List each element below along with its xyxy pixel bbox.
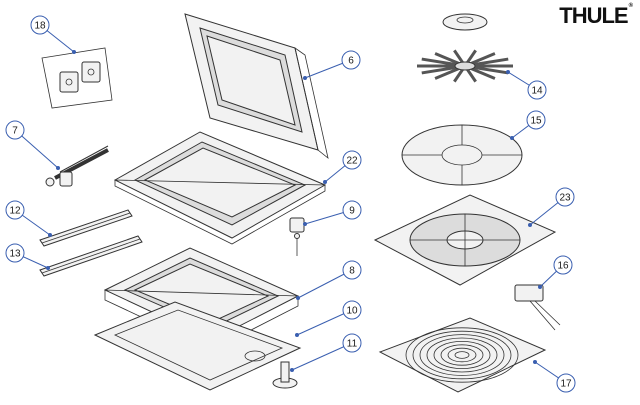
leader-line [291, 342, 353, 371]
callout-label: 17 [560, 379, 572, 390]
callout-bubble [342, 333, 362, 353]
part-grille [378, 317, 547, 393]
leader-arrowhead [528, 223, 532, 227]
callout-label: 22 [346, 156, 358, 167]
callout-17: 17 [533, 360, 576, 393]
part-fan-ring [401, 124, 523, 186]
callout-6: 6 [303, 50, 361, 80]
callout-bubble [342, 260, 362, 280]
part-knob [272, 361, 298, 389]
callout-14: 14 [506, 70, 547, 100]
grille-ring [419, 334, 505, 376]
callout-22: 22 [323, 150, 362, 184]
leader-arrowhead [56, 166, 60, 170]
leader-arrowhead [295, 333, 299, 337]
callout-bubble [30, 15, 50, 35]
leader-arrowhead [303, 76, 307, 80]
callout-label: 7 [12, 126, 18, 137]
leader-line [297, 269, 353, 299]
callout-8: 8 [296, 260, 362, 300]
grille-ring [433, 340, 491, 369]
grille-ring [426, 337, 498, 373]
callout-bubble [5, 243, 25, 263]
part-crank-arm [45, 145, 109, 187]
part-motor-plate [373, 194, 557, 286]
grille-ring [412, 330, 512, 380]
grille-ring [440, 344, 484, 366]
callout-7: 7 [5, 120, 60, 170]
part-rail-12 [39, 209, 133, 247]
part-clip [289, 217, 305, 256]
part-switch [514, 284, 561, 331]
callout-label: 11 [347, 339, 358, 350]
part-hinge-set [41, 47, 113, 109]
callout-label: 12 [9, 206, 21, 217]
callouts-layer: 6 7 8 9 10 11 12 13 14 15 16 17 18 22 23 [5, 15, 576, 393]
callout-9: 9 [303, 200, 362, 226]
callout-bubble [342, 150, 362, 170]
callout-16: 16 [538, 255, 573, 289]
leader-arrowhead [533, 360, 537, 364]
callout-10: 10 [295, 300, 362, 337]
grille-ring [447, 347, 477, 363]
callout-bubble [342, 200, 362, 220]
callout-label: 16 [557, 261, 569, 272]
leader-arrowhead [506, 70, 510, 74]
callout-label: 8 [349, 266, 355, 277]
leader-arrowhead [46, 266, 50, 270]
callout-label: 10 [346, 306, 358, 317]
part-fan [417, 13, 513, 83]
callout-bubble [526, 110, 546, 130]
callout-bubble [342, 300, 362, 320]
part-base-plate [93, 301, 302, 391]
leader-arrowhead [296, 296, 300, 300]
leader-arrowhead [323, 180, 327, 184]
part-lid [184, 13, 329, 160]
part-rail-13 [39, 235, 143, 277]
leader-arrowhead [72, 50, 76, 54]
leader-line [296, 309, 353, 336]
callout-bubble [553, 255, 573, 275]
grille-ring [405, 327, 519, 383]
leader-arrowhead [538, 285, 542, 289]
leader-arrowhead [510, 136, 514, 140]
callout-label: 14 [531, 86, 543, 97]
leader-arrowhead [290, 368, 294, 372]
callout-23: 23 [528, 187, 575, 227]
callout-11: 11 [290, 333, 362, 372]
leader-line [14, 129, 59, 169]
callout-18: 18 [30, 15, 76, 54]
callout-label: 15 [530, 116, 542, 127]
callout-15: 15 [510, 110, 546, 140]
callout-bubble [341, 50, 361, 70]
leader-arrowhead [303, 222, 307, 226]
part-frame [113, 131, 327, 245]
leader-arrowhead [48, 233, 52, 237]
callout-label: 6 [348, 56, 354, 67]
callout-bubble [5, 120, 25, 140]
callout-bubble [5, 200, 25, 220]
grille-ring [454, 351, 470, 359]
callout-bubble [527, 80, 547, 100]
callout-bubble [556, 373, 576, 393]
brand-logo: THULE® [559, 3, 633, 28]
callout-label: 13 [9, 249, 21, 260]
callout-label: 9 [349, 206, 355, 217]
callout-label: 23 [559, 193, 571, 204]
callout-label: 18 [34, 21, 46, 32]
callout-13: 13 [5, 243, 50, 270]
callout-bubble [555, 187, 575, 207]
callout-12: 12 [5, 200, 52, 237]
